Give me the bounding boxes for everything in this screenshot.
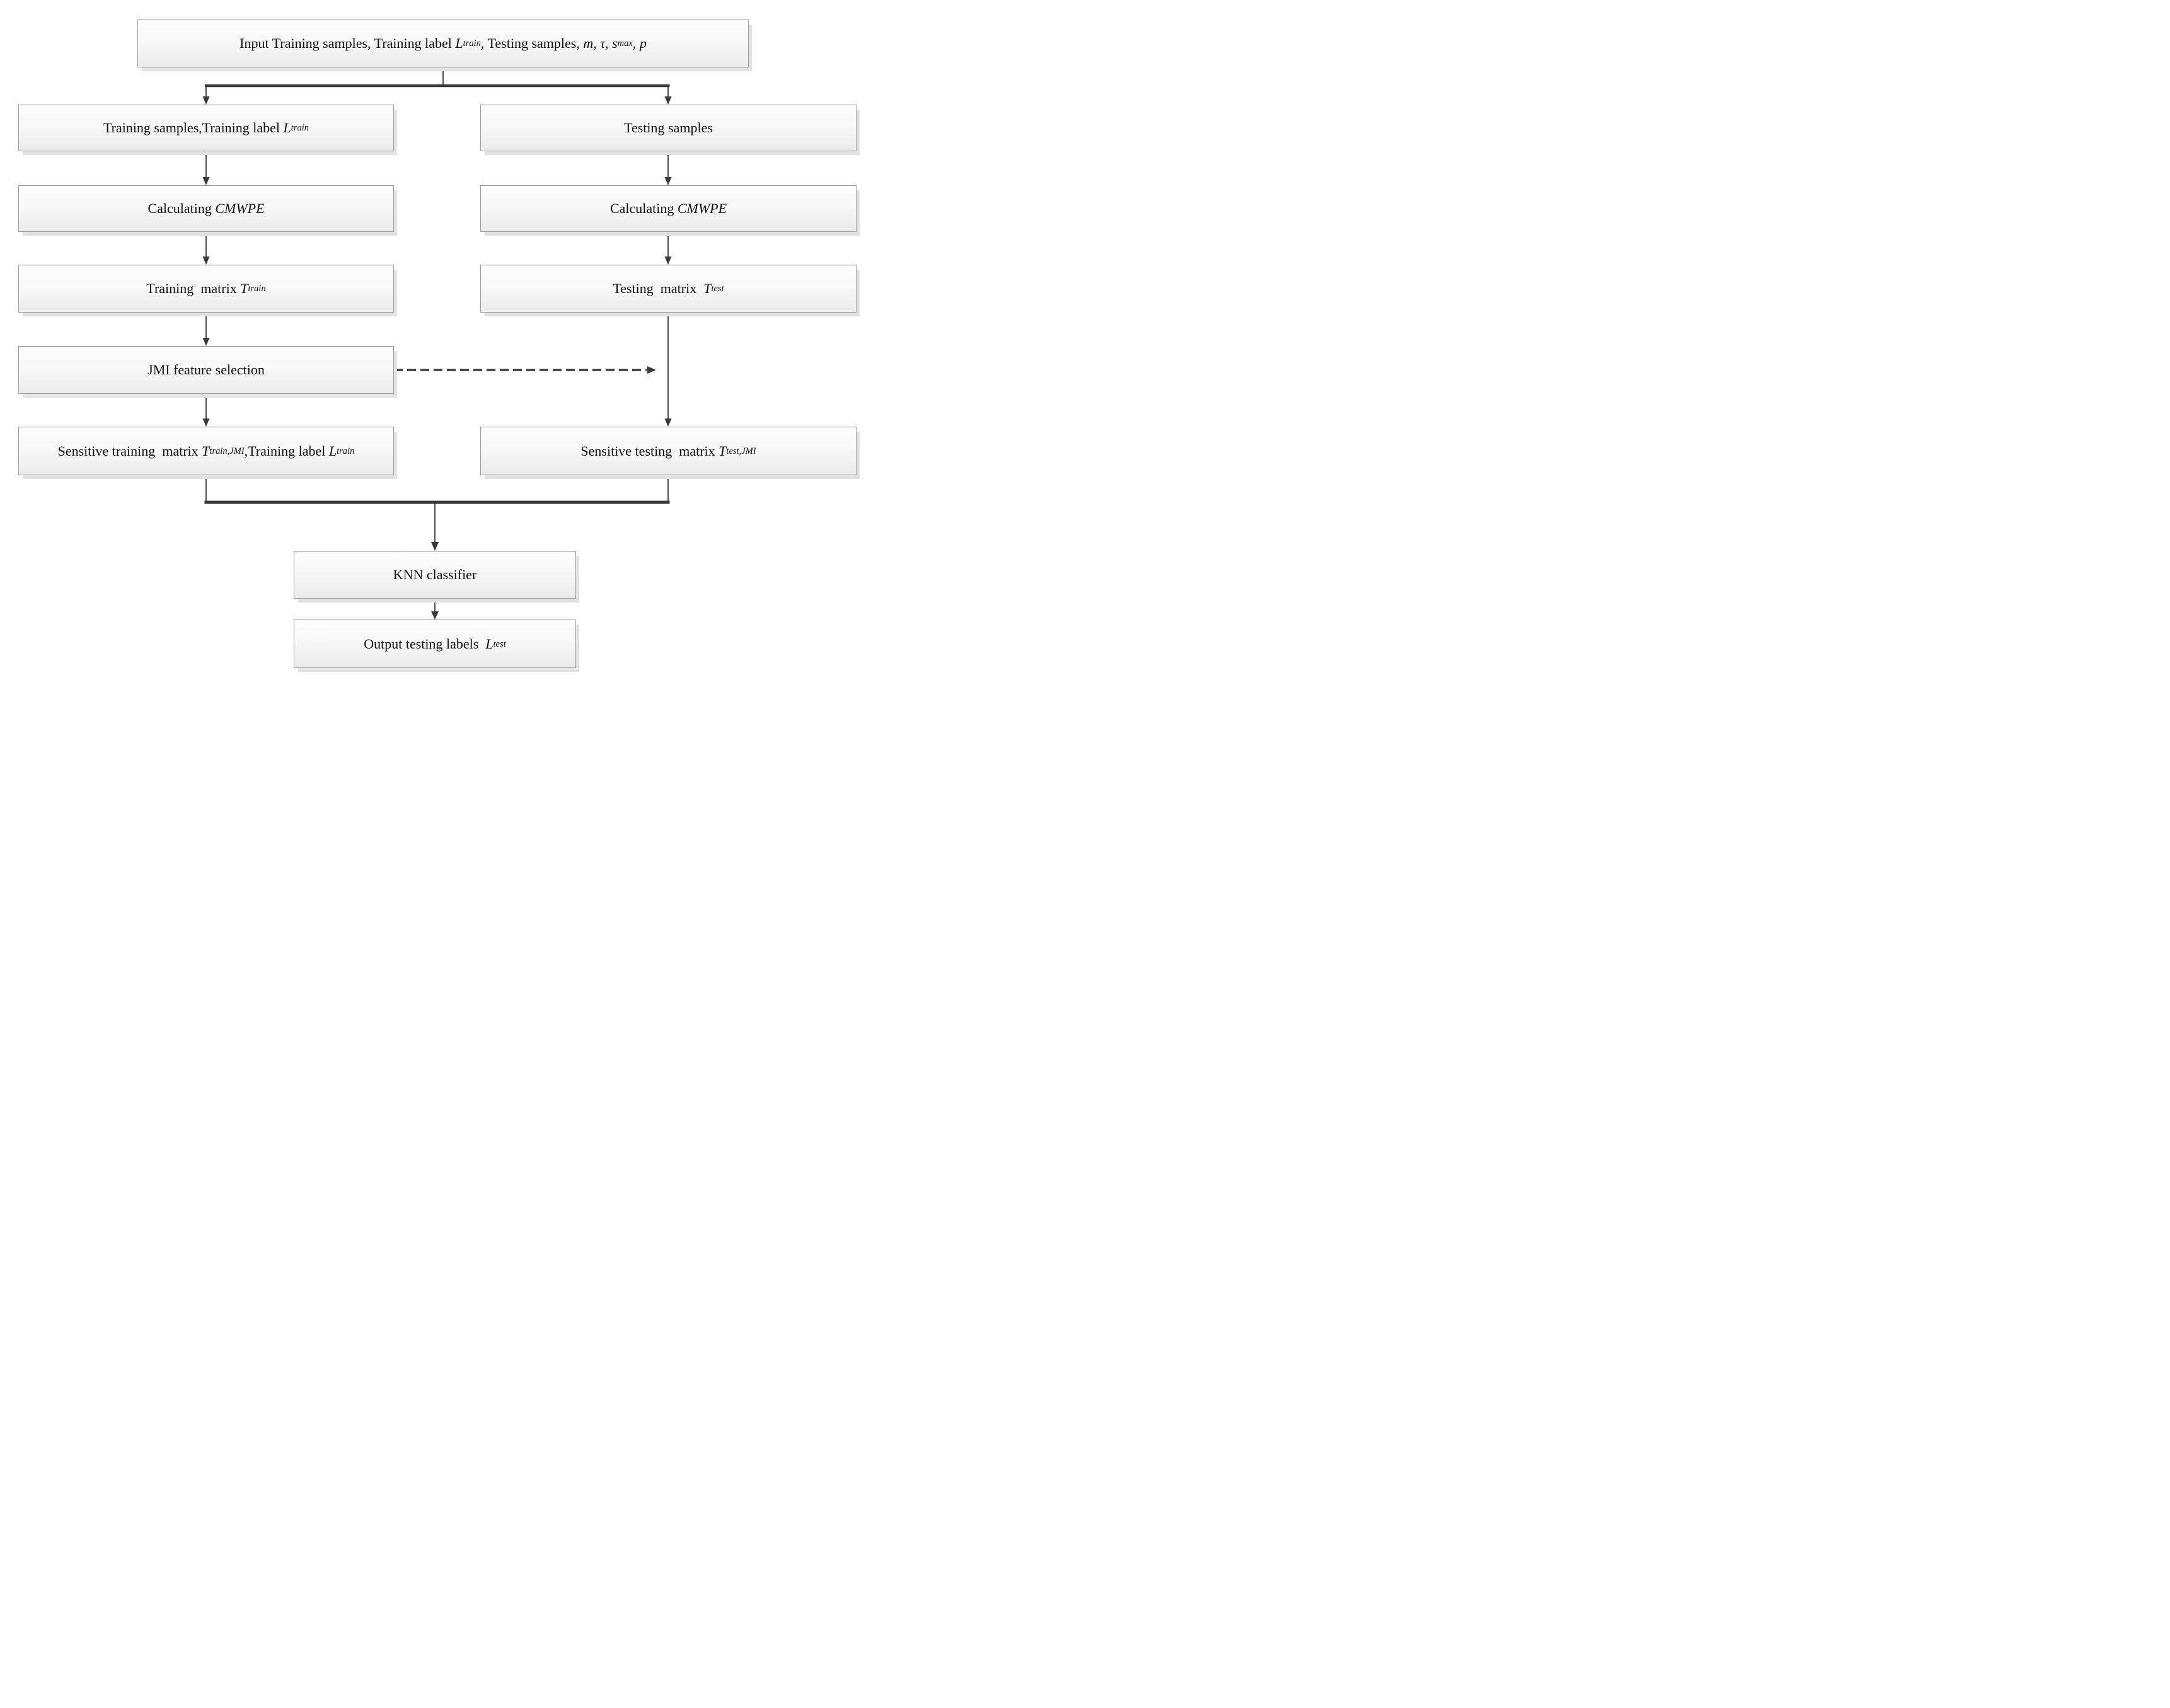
- edge-testing-samples-to-cmwpe: [664, 151, 672, 185]
- edge-cmwpe-to-testing-matrix: [664, 232, 672, 265]
- edge-testing-matrix-to-sensitive-testing: [664, 313, 672, 427]
- edge-jmi-dashed-to-testing-branch: [394, 366, 656, 374]
- node-jmi-feature-selection: JMI feature selection: [18, 346, 394, 394]
- node-testing-samples: Testing samples: [480, 105, 857, 151]
- edge-merge-to-knn: [204, 475, 670, 551]
- edge-training-matrix-to-jmi: [202, 313, 210, 346]
- edge-jmi-to-sensitive-training: [202, 394, 210, 427]
- node-input: Input Training samples, Training label L…: [137, 20, 749, 67]
- node-calculating-cmwpe-train: Calculating CMWPE: [18, 185, 394, 232]
- edge-cmwpe-to-training-matrix: [202, 232, 210, 265]
- flowchart: Input Training samples, Training label L…: [0, 0, 868, 683]
- edge-training-samples-to-cmwpe: [202, 151, 210, 185]
- node-calculating-cmwpe-test: Calculating CMWPE: [480, 185, 857, 232]
- edge-input-split: [202, 67, 672, 105]
- edge-knn-to-output: [431, 599, 439, 620]
- node-knn-classifier: KNN classifier: [294, 551, 576, 599]
- flowchart-connectors: [202, 67, 672, 620]
